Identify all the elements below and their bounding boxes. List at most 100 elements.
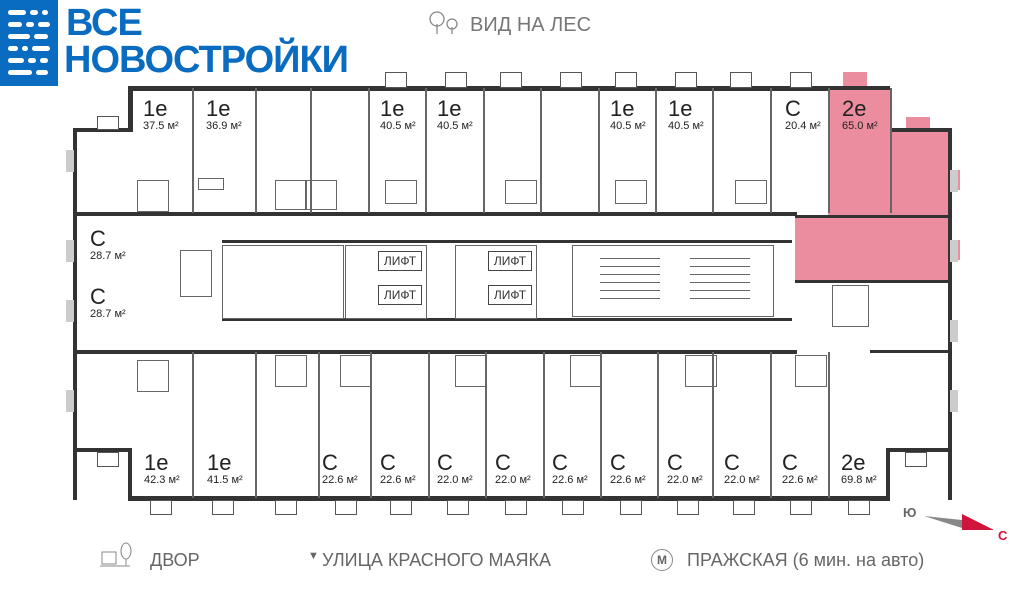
wall — [222, 350, 797, 354]
wall — [73, 350, 223, 354]
wall — [222, 240, 792, 243]
partition-wall — [712, 352, 714, 498]
balcony — [212, 500, 234, 515]
partition-wall — [600, 352, 602, 498]
bottom-unit-area: 22.0 м² — [667, 474, 703, 486]
bathroom — [735, 180, 767, 204]
bathroom — [340, 355, 372, 387]
bottom-unit-area: 69.8 м² — [841, 474, 877, 486]
bottom-unit-type[interactable]: 1e — [207, 450, 232, 475]
left-unit-type[interactable]: С — [90, 226, 106, 251]
bottom-unit-area: 22.0 м² — [495, 474, 531, 486]
top-unit-type[interactable]: 1e — [610, 96, 635, 121]
stair-step — [600, 282, 660, 283]
bottom-unit-area: 22.0 м² — [724, 474, 760, 486]
partition-wall — [540, 88, 542, 213]
bottom-unit-type[interactable]: С — [380, 450, 396, 475]
bathroom — [275, 180, 307, 210]
bottom-unit-type[interactable]: С — [667, 450, 683, 475]
balcony — [790, 72, 812, 88]
courtyard-label: ДВОР — [150, 550, 200, 570]
top-unit-type[interactable]: 1e — [143, 96, 168, 121]
metro-label: ПРАЖСКАЯ (6 мин. на авто) — [687, 550, 925, 570]
top-unit-type[interactable]: 2е — [842, 96, 867, 121]
window — [950, 320, 958, 342]
bathroom — [198, 178, 224, 190]
partition-wall — [192, 88, 194, 213]
bottom-unit-area: 22.6 м² — [610, 474, 646, 486]
bathroom — [385, 180, 417, 204]
bottom-unit-type[interactable]: 2е — [841, 450, 866, 475]
top-unit-type[interactable]: 1e — [380, 96, 405, 121]
top-unit-type[interactable]: 1e — [206, 96, 231, 121]
courtyard-icon — [100, 542, 132, 567]
partition-wall — [543, 352, 545, 498]
bathroom — [275, 355, 307, 387]
bottom-unit-type[interactable]: С — [552, 450, 568, 475]
bathroom — [570, 355, 602, 387]
bathroom — [137, 180, 169, 212]
balcony — [445, 72, 467, 88]
street-label: УЛИЦА КРАСНОГО МАЯКА — [322, 550, 552, 570]
logo-mark — [0, 0, 58, 86]
selected-apartment-balcony[interactable] — [843, 72, 867, 88]
top-unit-area: 40.5 м² — [668, 120, 704, 132]
compass-icon — [924, 514, 994, 530]
bottom-unit-area: 42.3 м² — [144, 474, 180, 486]
partition-wall — [655, 88, 657, 213]
bottom-unit-type[interactable]: С — [437, 450, 453, 475]
stair-step — [600, 274, 660, 275]
logo[interactable]: ВСЕ НОВОСТРОЙКИ — [0, 0, 372, 86]
wall — [890, 128, 952, 132]
top-unit-type[interactable]: 1e — [668, 96, 693, 121]
balcony — [335, 500, 357, 515]
balcony — [275, 500, 297, 515]
selected-apartment-highlight[interactable] — [828, 88, 890, 218]
top-unit-type[interactable]: С — [785, 96, 801, 121]
bottom-unit-area: 22.6 м² — [322, 474, 358, 486]
balcony — [385, 72, 407, 88]
wall — [870, 350, 950, 353]
bottom-unit-type[interactable]: С — [782, 450, 798, 475]
wall — [73, 448, 130, 452]
selected-apartment-highlight[interactable] — [890, 130, 948, 280]
partition-wall — [318, 352, 320, 498]
balcony — [615, 72, 637, 88]
balcony — [447, 500, 469, 515]
elevator: ЛИФТ — [488, 285, 532, 305]
left-unit-area: 28.7 м² — [90, 308, 126, 320]
balcony — [620, 500, 642, 515]
elevator-shaft — [455, 245, 537, 319]
bathroom — [505, 180, 537, 204]
partition-wall — [425, 88, 427, 213]
window — [66, 390, 74, 412]
tree-icon — [429, 11, 458, 34]
stairwell — [572, 245, 774, 317]
bottom-unit-type[interactable]: С — [495, 450, 511, 475]
wall — [73, 128, 77, 500]
bottom-unit-type[interactable]: С — [322, 450, 338, 475]
top-unit-type[interactable]: 1e — [437, 96, 462, 121]
left-unit-type[interactable]: С — [90, 284, 106, 309]
selected-apartment-highlight[interactable] — [795, 215, 890, 280]
bottom-unit-type[interactable]: С — [610, 450, 626, 475]
balcony — [848, 500, 870, 515]
bathroom — [455, 355, 487, 387]
balcony — [505, 500, 527, 515]
stair-step — [600, 298, 660, 299]
elevator: ЛИФТ — [378, 251, 422, 271]
partition-wall — [370, 352, 372, 498]
partition-wall — [598, 88, 600, 213]
partition-wall — [255, 88, 257, 213]
wall — [886, 448, 890, 500]
bottom-unit-type[interactable]: С — [724, 450, 740, 475]
selected-apartment-balcony[interactable] — [906, 117, 930, 130]
bottom-unit-type[interactable]: 1e — [144, 450, 169, 475]
window — [950, 240, 958, 262]
stair-step — [690, 282, 750, 283]
partition-wall — [255, 352, 257, 498]
window — [66, 240, 74, 262]
balcony — [97, 116, 119, 130]
stair-step — [600, 266, 660, 267]
